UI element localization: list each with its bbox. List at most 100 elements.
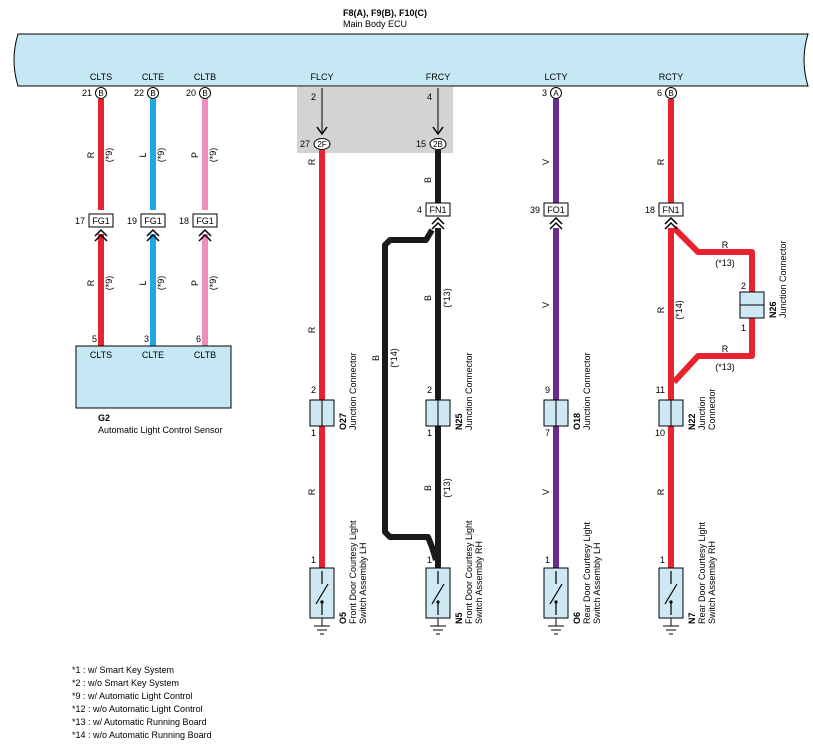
- ecu-conn-marker: [95, 87, 107, 99]
- inline-connector-rcty: FN1 18: [645, 202, 684, 230]
- inline-conn-label: FG1: [196, 216, 214, 226]
- junction-name-line1: Junction: [697, 396, 707, 430]
- wire-color-bypass: B: [371, 355, 381, 361]
- wire-color-frcy-low: B: [423, 485, 433, 491]
- wire-color-n26-upper: R: [722, 240, 729, 250]
- switch-name-line1: Front Door Courtesy Light: [348, 520, 358, 624]
- wire-note-clte-lower: (*9): [156, 276, 166, 291]
- switch-n7: 1 N7 Rear Door Courtesy Light Switch Ass…: [658, 521, 717, 635]
- switch-pin: 1: [660, 555, 665, 565]
- switch-n5: 1 N5 Front Door Courtesy Light Switch As…: [425, 520, 484, 635]
- ecu-terminal-clts: CLTS: [90, 72, 112, 82]
- junction-name-line2: Connector: [707, 388, 717, 430]
- junction-name: Junction Connector: [582, 352, 592, 430]
- switch-icon: [315, 571, 329, 615]
- note-14: *14 : w/o Automatic Running Board: [72, 730, 212, 740]
- jb-pin-frcy: 15: [416, 139, 426, 149]
- switch-name-line2: Switch Assembly RH: [707, 541, 717, 624]
- switch-code: N7: [687, 612, 697, 624]
- wire-color-clte-lower: L: [138, 280, 148, 285]
- inline-conn-label: FO1: [547, 205, 565, 215]
- sensor-pin-clts: 5: [92, 334, 97, 344]
- switch-name-line1: Rear Door Courtesy Light: [697, 521, 707, 624]
- ecu-pin-flcy: 2: [311, 92, 316, 102]
- wire-note-n26-upper: (*13): [715, 258, 735, 268]
- ground-icon: [548, 618, 564, 635]
- wire-note-n26-lower: (*13): [715, 362, 735, 372]
- inline-connector-clte: FG1 19: [127, 213, 166, 242]
- wire-note-cltb-upper: (*9): [208, 148, 218, 163]
- switch-pin: 1: [545, 555, 550, 565]
- wire-color-clts-lower: R: [86, 279, 96, 286]
- ecu-pin-frcy: 4: [427, 92, 432, 102]
- junction-name: Junction Connector: [778, 240, 788, 318]
- ecu-conn-marker: [665, 87, 677, 99]
- wire-color-flcy-low: R: [307, 488, 317, 495]
- wire-note-clte-upper: (*9): [156, 148, 166, 163]
- inline-conn-pin: 4: [417, 205, 422, 215]
- inline-connector-frcy: FN1 4: [417, 202, 451, 230]
- wire-note-frcy-low: (*13): [442, 478, 452, 498]
- wire-color-rcty-low: R: [656, 488, 666, 495]
- junction-name: Junction Connector: [348, 352, 358, 430]
- switch-name-line2: Switch Assembly LH: [592, 542, 602, 624]
- note-9: *9 : w/ Automatic Light Control: [72, 691, 193, 701]
- inline-conn-label: FG1: [144, 216, 162, 226]
- junction-pin-top: 11: [656, 385, 665, 395]
- switch-contact: [320, 600, 324, 604]
- inline-connector-lcty: FO1 39: [530, 202, 569, 230]
- ecu-conn-marker: [147, 87, 159, 99]
- ecu-pin-clte: 22: [134, 88, 144, 98]
- ecu-connectors-title: F8(A), F9(B), F10(C): [343, 8, 427, 18]
- wire-color-flcy: R: [307, 158, 317, 165]
- wire-color-lcty-top: V: [541, 159, 551, 165]
- ecu-body: [13, 33, 809, 87]
- junction-pin-top: 2: [427, 385, 432, 395]
- note-12: *12 : w/o Automatic Light Control: [72, 704, 203, 714]
- ecu-terminal-lcty: LCTY: [544, 72, 567, 82]
- junction-code: O18: [572, 413, 582, 430]
- wire-color-flcy-mid: R: [307, 326, 317, 333]
- junction-pin-bottom: 1: [741, 323, 746, 333]
- ground-icon: [430, 618, 446, 635]
- junction-n26: 2 1 N26 Junction Connector: [739, 240, 788, 333]
- switch-contact: [554, 600, 558, 604]
- junction-o27: 2 1 O27 Junction Connector: [309, 352, 358, 438]
- jb-pin-flcy: 27: [300, 139, 310, 149]
- note-1: *1 : w/ Smart Key System: [72, 665, 174, 675]
- switch-contact: [436, 600, 440, 604]
- junction-o18: 9 7 O18 Junction Connector: [543, 352, 592, 438]
- jb-label-flcy: 2F: [317, 140, 326, 149]
- wire-note-bypass: (*14): [389, 348, 399, 368]
- ecu-conn-marker: [199, 87, 211, 99]
- wire-color-n26-lower: R: [722, 344, 729, 354]
- wire-color-cltb-lower: P: [190, 280, 200, 286]
- junction-n25: 2 1 N25 Junction Connector: [425, 352, 474, 438]
- chevron-icon: [94, 228, 108, 242]
- switch-name-line1: Rear Door Courtesy Light: [582, 521, 592, 624]
- junction-code: O27: [338, 413, 348, 430]
- ecu-pin-cltb: 20: [186, 88, 196, 98]
- wire-color-lcty-mid: V: [541, 302, 551, 308]
- switch-icon: [431, 571, 445, 615]
- ecu-terminal-clte: CLTE: [142, 72, 164, 82]
- inline-conn-pin: 18: [179, 216, 189, 226]
- ecu-terminal-flcy: FLCY: [310, 72, 333, 82]
- wire-frcy-bypass: [382, 228, 439, 561]
- chevron-icon: [146, 228, 160, 242]
- inline-conn-label: FN1: [662, 205, 679, 215]
- junction-name: Junction Connector: [464, 352, 474, 430]
- chevron-icon: [664, 216, 678, 230]
- wire-color-frcy-mid: B: [423, 295, 433, 301]
- jb-label-frcy: 2B: [433, 140, 443, 149]
- ecu-pin-lcty: 3: [542, 88, 547, 98]
- junction-code: N22: [687, 413, 697, 430]
- ecu-terminal-rcty: RCTY: [659, 72, 684, 82]
- inline-connector-cltb: FG1 18: [179, 213, 218, 242]
- ecu-conn-letter-clts: B: [98, 89, 103, 98]
- ecu-terminal-cltb: CLTB: [194, 72, 216, 82]
- junction-pin-bottom: 1: [427, 428, 432, 438]
- inline-conn-pin: 39: [530, 205, 540, 215]
- wire-color-frcy-top: B: [423, 177, 433, 183]
